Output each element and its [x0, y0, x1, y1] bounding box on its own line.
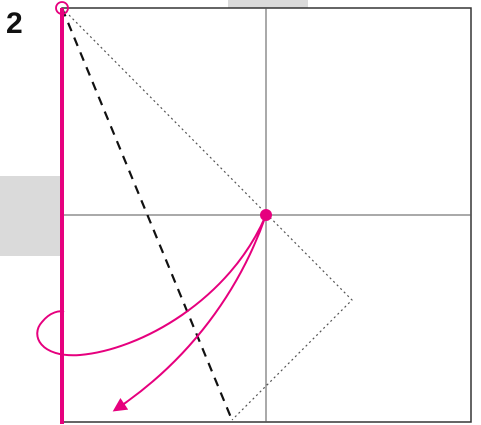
folded-flap-outline [61, 7, 353, 421]
step-number: 2 [6, 7, 23, 40]
fold-direction-arrow-icon [112, 214, 267, 412]
gray-tab-left [0, 176, 62, 256]
center-point-marker-icon [260, 209, 272, 221]
corner-marker-icon [55, 1, 69, 15]
loop-curve-arrow [36, 214, 267, 357]
valley-fold-line [60, 7, 234, 421]
